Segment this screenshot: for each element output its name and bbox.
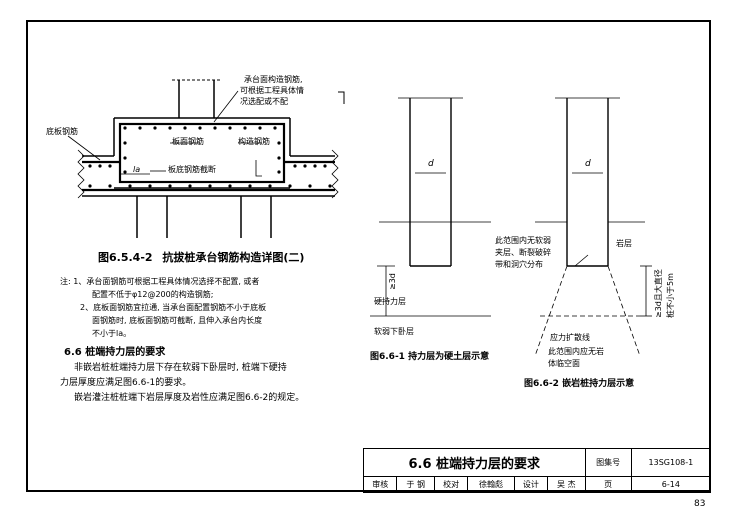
- para1-line1: 非嵌岩桩桩端持力层下存在软弱下卧层时, 桩端下硬持: [74, 363, 287, 373]
- depth-line1: ≥3d且大直径: [654, 269, 663, 318]
- atlas-label: 图集号: [584, 448, 632, 477]
- para2: 嵌岩灌注桩桩端下岩层厚度及岩性应满足图6.6-2的规定。: [74, 393, 305, 403]
- note2-line3: 不小于la。: [92, 329, 132, 338]
- no-void-line1: 此范围内应无岩: [548, 347, 604, 356]
- checker-name: 徐翰彪: [467, 476, 515, 493]
- page-code: 6-14: [630, 476, 712, 493]
- top-rebar-label: 板面钢筋: [172, 137, 204, 146]
- rock-layer-label: 岩层: [616, 239, 632, 248]
- title-block: 6.6 桩端持力层的要求 图集号 13SG108-1 审核 于 钢 校对 徐翰彪…: [362, 448, 712, 493]
- la-label: la: [133, 165, 141, 174]
- bottom-rebar-label: 底板钢筋: [46, 127, 78, 136]
- fig3-d-label: d: [585, 159, 591, 169]
- fig2-d-label: d: [428, 159, 434, 169]
- page-number: 83: [694, 499, 706, 509]
- cut-label: 板底钢筋截断: [168, 165, 216, 174]
- thickness-label: ≥3d: [388, 273, 397, 290]
- note2-line2: 面钢筋时, 底板面钢筋可截断, 且伸入承台内长度: [92, 316, 263, 325]
- note1-line1: 注: 1、承台面钢筋可根据工程具体情况选择不配置, 或者: [60, 277, 260, 286]
- weak-layer-label: 软弱下卧层: [374, 327, 414, 336]
- figure-caption-6-6-1: 图6.6-1 持力层为硬土层示意: [370, 352, 490, 362]
- bearing-layer-label: 硬持力层: [374, 297, 406, 306]
- note2-line1: 2、底板面钢筋宜拉通, 当承台面配置钢筋不小于底板: [80, 303, 267, 312]
- title-block-title: 6.6 桩端持力层的要求: [363, 448, 586, 477]
- note1-line2: 配置不低于φ12@200的构造钢筋;: [92, 290, 214, 299]
- depth-line2: 桩不小于5m: [666, 273, 675, 318]
- atlas-number: 13SG108-1: [630, 448, 712, 477]
- para1-line2: 力层厚度应满足图6.6-1的要求。: [60, 378, 192, 388]
- figure-caption-6-5-4-2: 图6.5.4-2 抗拔桩承台钢筋构造详图(二): [98, 251, 305, 264]
- construct-rebar-label: 构造钢筋: [238, 137, 270, 146]
- note-top-line3: 况选配或不配: [240, 97, 288, 106]
- no-weak-line1: 此范围内无软弱: [495, 236, 551, 245]
- reviewer-name: 于 钢: [396, 476, 435, 493]
- figure-caption-6-6-2: 图6.6-2 嵌岩桩持力层示意: [524, 379, 635, 389]
- review-label: 审核: [362, 476, 398, 493]
- stress-line-label: 应力扩散线: [550, 333, 590, 342]
- no-weak-line2: 夹层、断裂破碎: [495, 248, 551, 257]
- check-label: 校对: [433, 476, 469, 493]
- note-top-line2: 可根据工程具体情: [240, 86, 304, 95]
- no-weak-line3: 带和洞穴分布: [495, 260, 543, 269]
- note-top-line1: 承台面构造钢筋,: [244, 75, 303, 84]
- designer-name: 吴 杰: [547, 476, 586, 493]
- no-void-line2: 体临空面: [548, 359, 580, 368]
- design-label: 设计: [513, 476, 549, 493]
- page-label: 页: [584, 476, 632, 493]
- section-heading: 6.6 桩端持力层的要求: [64, 347, 166, 358]
